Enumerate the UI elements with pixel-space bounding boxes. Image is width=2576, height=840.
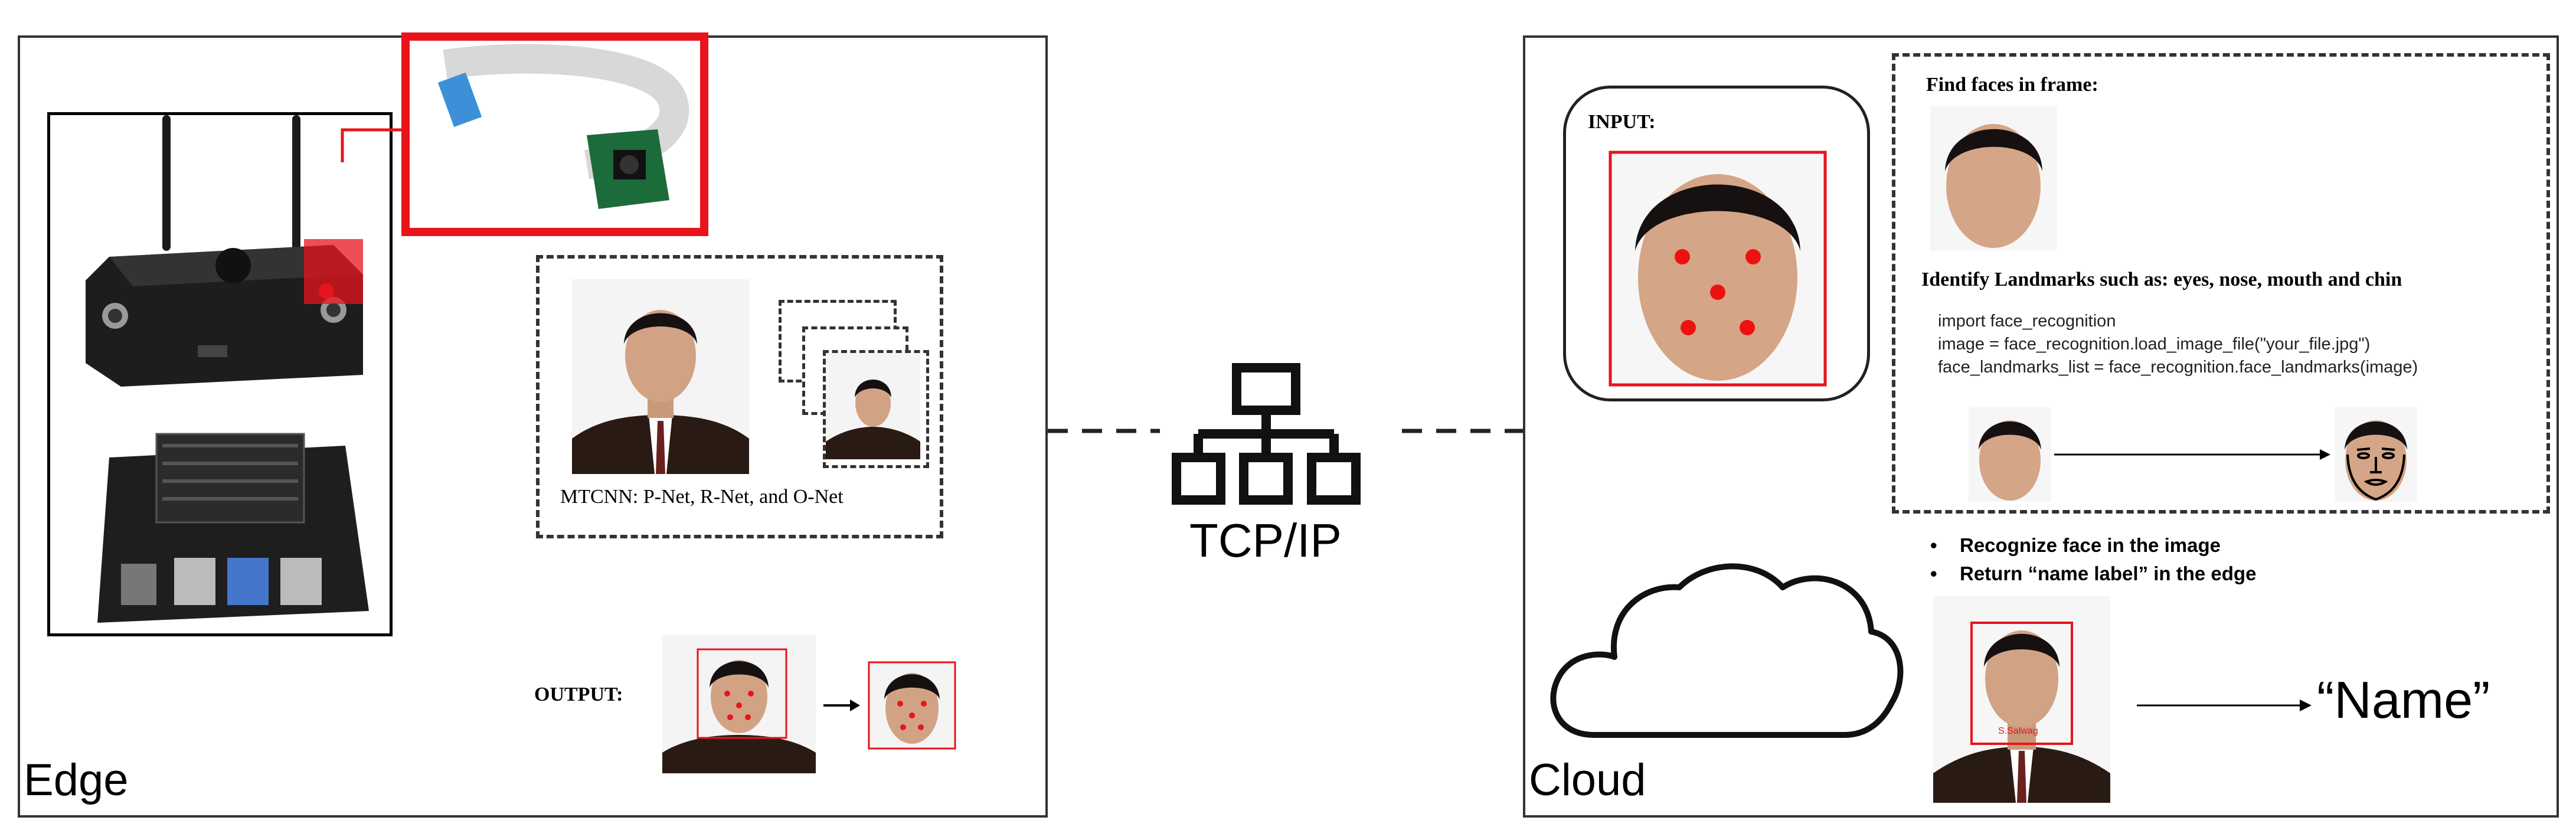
landmark-source-photo [1969, 407, 2051, 502]
code-line: import face_recognition [1938, 312, 2116, 331]
camera-module-box [401, 32, 708, 236]
code-block: import face_recognition image = face_rec… [1938, 310, 2418, 379]
edge-label: Edge [24, 755, 129, 805]
input-label: INPUT: [1588, 111, 1656, 133]
mtcnn-box: MTCNN: P-Net, R-Net, and O-Net [536, 255, 943, 538]
network-label: TCP/IP [1189, 514, 1342, 567]
input-box [1563, 86, 1870, 401]
bullet-dot: • [1930, 534, 1937, 556]
bullet-dot: • [1930, 563, 1937, 584]
find-faces-photo [1930, 106, 2057, 251]
return-bullet: • Return “name label” in the edge [1930, 563, 2256, 585]
recognize-bullet: • Recognize face in the image [1930, 534, 2221, 557]
recognized-name-tag: S.Salwag [1998, 726, 2038, 736]
dashed-link-left [1048, 429, 1160, 433]
result-arrow [2137, 700, 2312, 711]
router-device-image [86, 115, 363, 387]
find-faces-label: Find faces in frame: [1926, 74, 2098, 96]
jetson-board-image [97, 433, 369, 623]
code-line: face_landmarks_list = face_recognition.f… [1938, 358, 2418, 377]
camera-lens-dot [319, 283, 334, 299]
output-person-photo [662, 635, 816, 773]
cloud-label: Cloud [1529, 755, 1646, 805]
bullet-text: Return “name label” in the edge [1960, 563, 2257, 584]
onet-crop [823, 350, 929, 468]
camera-mount-highlight [304, 239, 363, 304]
recognized-person-image [1933, 622, 2110, 803]
landmark-result-photo [2335, 407, 2417, 502]
onet-person-photo [826, 353, 920, 459]
landmarks-box [1892, 53, 2550, 514]
input-face-photo [1609, 151, 1827, 387]
landmark-arrow [2054, 449, 2330, 460]
network-topology-icon [1172, 363, 1361, 505]
code-line: image = face_recognition.load_image_file… [1938, 335, 2371, 354]
mtcnn-caption: MTCNN: P-Net, R-Net, and O-Net [560, 486, 844, 508]
output-label: OUTPUT: [534, 684, 623, 705]
identify-landmarks-label: Identify Landmarks such as: eyes, nose, … [1921, 269, 2402, 290]
camera-connector-line [341, 128, 401, 162]
cloud-icon [1550, 563, 1904, 738]
edge-device-frame [47, 112, 393, 636]
camera-module-image [437, 44, 689, 209]
result-name-label: “Name” [2317, 671, 2490, 729]
dashed-link-right [1402, 429, 1526, 433]
recognized-person-photo: S.Salwag [1933, 596, 2110, 803]
bullet-text: Recognize face in the image [1960, 534, 2221, 556]
mtcnn-person-photo [572, 279, 749, 474]
output-face-crop [868, 661, 956, 750]
output-arrow [823, 700, 860, 711]
